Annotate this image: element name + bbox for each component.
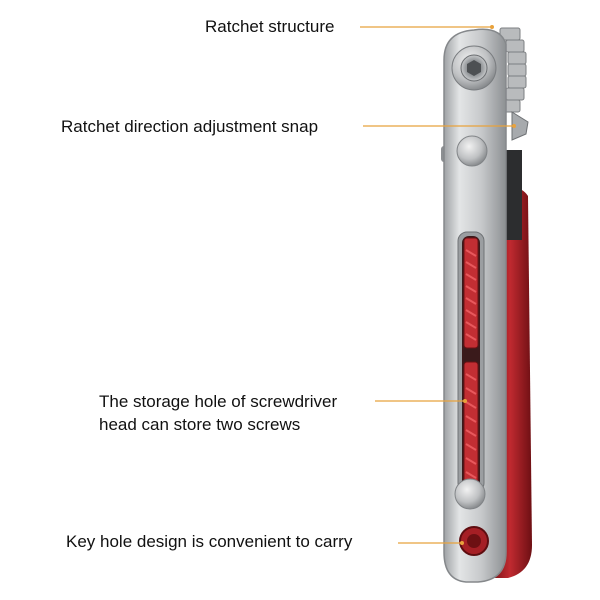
lower-rivet (454, 478, 486, 510)
direction-snap-lever (511, 111, 529, 141)
callout-direction-snap: Ratchet direction adjustment snap (61, 117, 319, 136)
callout-storage-hole: The storage hole of screwdriver head can… (99, 390, 337, 436)
upper-rivet (456, 135, 488, 167)
callout-storage-hole-line2: head can store two screws (99, 415, 301, 434)
callout-ratchet-structure: Ratchet structure (205, 17, 335, 36)
leader-lines (360, 26, 514, 544)
callout-key-hole: Key hole design is convenient to carry (66, 532, 353, 551)
callout-storage-hole-line1: The storage hole of screwdriver (99, 392, 338, 411)
